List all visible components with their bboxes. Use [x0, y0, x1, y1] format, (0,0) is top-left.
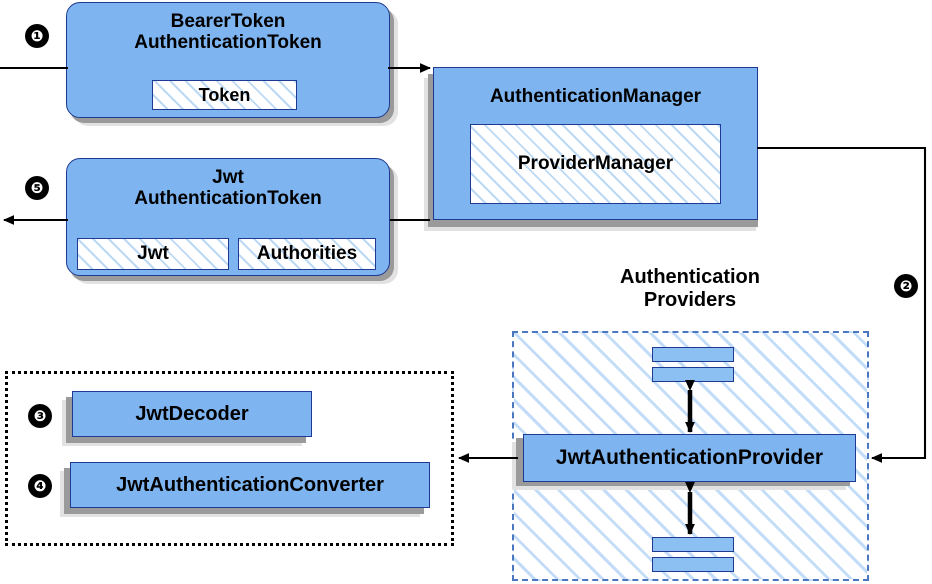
bearer-token-slot-token[interactable]: Token [152, 80, 297, 110]
provider-placeholder-bar-top-2 [652, 367, 734, 382]
step-badge-5: ❺ [25, 176, 49, 200]
authentication-manager-title: AuthenticationManager [489, 86, 702, 107]
provider-placeholder-bar-bottom-1 [652, 537, 734, 552]
jwt-token-slot-jwt-label: Jwt [137, 243, 169, 264]
bearer-token-slot-token-label: Token [198, 84, 251, 105]
authentication-providers-label: Authentication Providers [575, 266, 805, 312]
jwt-token-slot-authorities[interactable]: Authorities [238, 238, 376, 270]
node-jwt-decoder[interactable]: JwtDecoder [72, 391, 312, 437]
jwt-authentication-provider-title: JwtAuthenticationProvider [555, 446, 824, 470]
node-jwt-authentication-converter[interactable]: JwtAuthenticationConverter [70, 462, 430, 508]
provider-placeholder-bar-top-1 [652, 347, 734, 362]
jwt-token-title-line2: AuthenticationToken [134, 188, 322, 210]
provider-placeholder-bar-bottom-2 [652, 557, 734, 572]
authentication-providers-label-line2: Providers [643, 289, 737, 311]
bearer-token-title-line1: BearerToken [170, 11, 286, 32]
authentication-providers-label-line1: Authentication [620, 266, 760, 288]
step-badge-4: ❹ [28, 474, 52, 498]
authentication-manager-slot-provider-manager[interactable]: ProviderManager [470, 124, 721, 204]
step-badge-3: ❸ [28, 404, 52, 428]
jwt-support-beans-group [5, 371, 454, 546]
jwt-decoder-title: JwtDecoder [135, 402, 249, 425]
step-badge-1: ❶ [25, 24, 49, 48]
node-jwt-authentication-provider[interactable]: JwtAuthenticationProvider [523, 434, 856, 482]
provider-manager-label: ProviderManager [517, 153, 674, 174]
jwt-token-slot-jwt[interactable]: Jwt [77, 238, 229, 270]
bearer-token-title-line2: AuthenticationToken [134, 32, 322, 54]
jwt-authentication-converter-title: JwtAuthenticationConverter [116, 473, 384, 496]
jwt-token-title-line1: Jwt [212, 167, 244, 188]
step-badge-2: ❷ [894, 274, 918, 298]
jwt-token-slot-authorities-label: Authorities [256, 243, 358, 264]
